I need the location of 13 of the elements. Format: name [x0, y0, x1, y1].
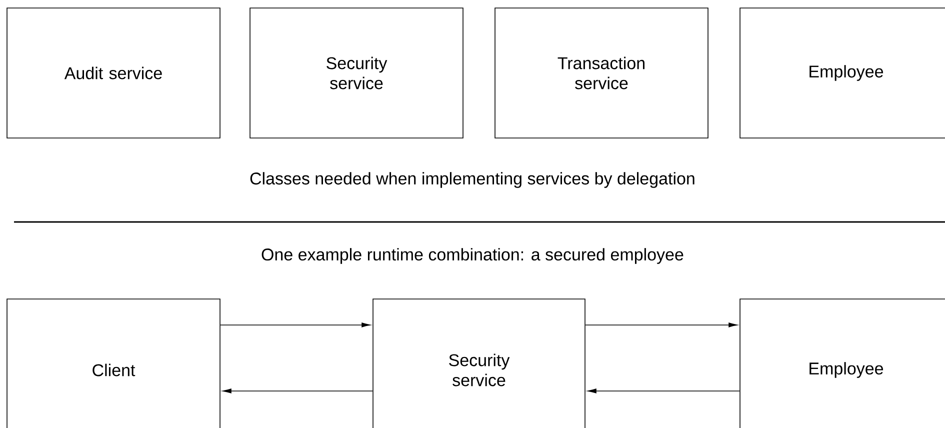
caption: Classes needed when implementing services by delegation [250, 172, 694, 188]
class-box: Client [6, 298, 220, 428]
arrow [585, 322, 738, 328]
class-box: Transaction service [494, 8, 708, 138]
class-box: Security service [372, 298, 586, 428]
arrow [588, 388, 740, 394]
caption: One example runtime combination: a secured employee [262, 248, 684, 264]
class-box: Security service [250, 8, 464, 138]
class-box: Audit service [6, 8, 220, 138]
arrow [222, 388, 373, 394]
class-box: Employee [740, 8, 945, 138]
arrow [220, 322, 370, 328]
class-box: Employee [740, 298, 945, 428]
